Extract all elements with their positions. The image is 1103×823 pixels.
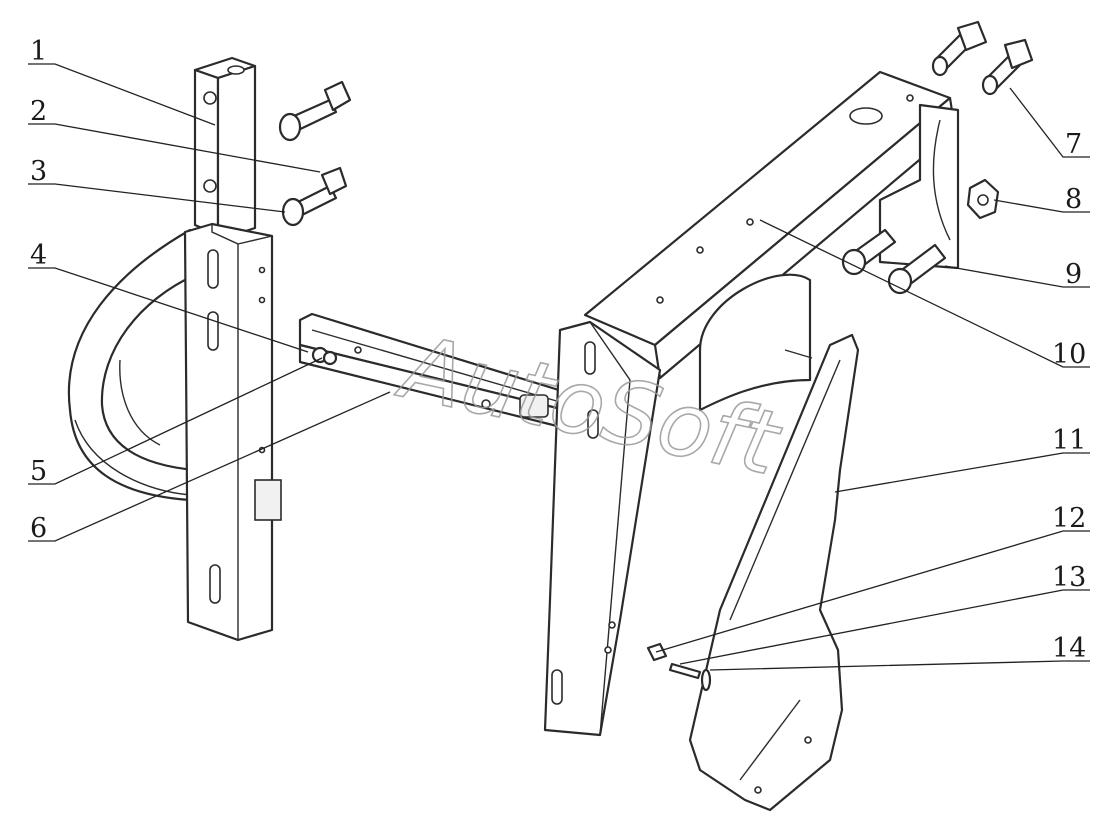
right-bracket-assembly: [543, 70, 960, 737]
stud-pair: [841, 228, 947, 295]
callout-9: 9: [1065, 259, 1082, 290]
callout-10: 10: [1052, 339, 1086, 370]
callout-7: 7: [1065, 129, 1082, 160]
leader-9: [944, 265, 1090, 288]
callout-6: 6: [30, 513, 47, 544]
leader-4: [28, 267, 309, 353]
leader-7: [1009, 87, 1090, 158]
leader-2: [28, 123, 321, 173]
leader-3: [28, 183, 286, 213]
leader-14: [709, 660, 1090, 671]
left-bracket-assembly: [67, 56, 352, 642]
callout-11: 11: [1052, 425, 1086, 456]
callout-5: 5: [30, 456, 47, 487]
callout-3: 3: [30, 156, 47, 187]
small-fasteners: [646, 642, 712, 692]
lower-channel-post: [183, 222, 282, 642]
leader-10: [759, 219, 1090, 368]
bolt-lower: [281, 166, 348, 227]
callout-leaders: [28, 63, 1090, 671]
side-guard-panel: [688, 333, 860, 812]
callout-2: 2: [30, 96, 47, 127]
callout-13: 13: [1052, 562, 1086, 593]
leader-6: [28, 391, 391, 542]
bolt-upper: [278, 80, 352, 142]
leader-12: [655, 530, 1090, 653]
leader-13: [679, 589, 1090, 665]
leader-8: [993, 199, 1090, 213]
callout-8: 8: [1065, 184, 1082, 215]
upper-square-tube: [193, 56, 257, 242]
callout-1: 1: [30, 36, 47, 67]
callout-12: 12: [1052, 503, 1086, 534]
callout-labels: 1 2 3 4 5 6 7 8 9 10 11 12 13 14: [30, 36, 1086, 664]
connecting-bar-bracket: [298, 312, 577, 430]
leader-1: [28, 63, 216, 126]
callout-4: 4: [30, 240, 47, 271]
callout-14: 14: [1052, 633, 1086, 664]
hex-nut: [966, 178, 1000, 220]
bolt-pair-top: [931, 20, 1034, 96]
leader-5: [28, 357, 323, 485]
leader-11: [834, 452, 1090, 493]
